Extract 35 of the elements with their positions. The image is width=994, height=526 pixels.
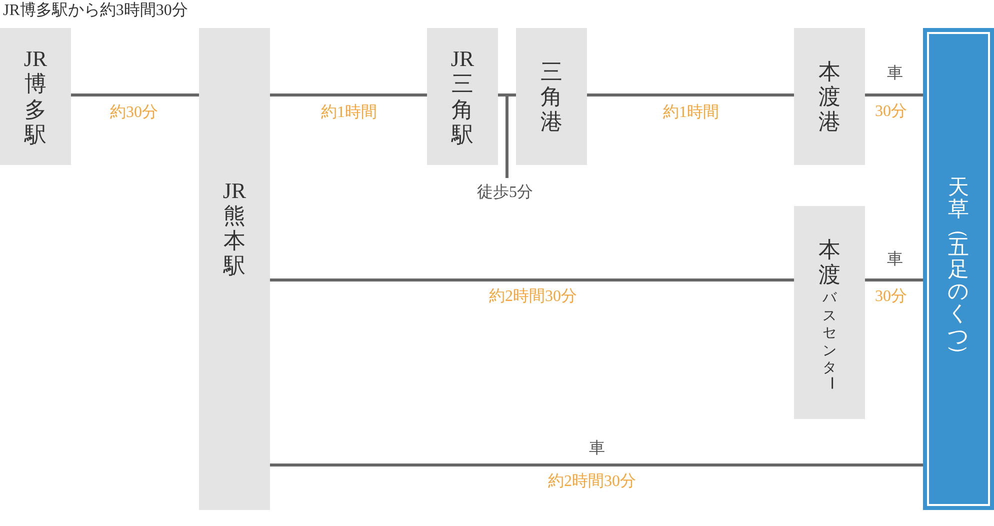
travel-time-label: 約2時間30分 [489,287,577,307]
route-line [270,278,794,282]
travel-time-label: 30分 [875,287,907,307]
transport-mode-label: 車 [887,64,903,84]
station-name: JR三角駅 [450,46,474,147]
station-box [0,28,71,165]
route-line [71,94,199,96]
station-box [199,28,270,510]
travel-time-label: 約1時間 [321,103,377,123]
destination-name: 天草（五足のくつ） [948,176,970,362]
station-name: JR博多駅 [24,46,48,147]
station-box [794,28,865,165]
walking-time-label: 徒歩5分 [477,183,533,203]
destination-box [923,28,994,510]
route-line [865,278,923,282]
station-name: JR熊本駅 [222,178,246,278]
route-line [587,94,794,96]
route-line [270,464,923,466]
travel-time-label: 約1時間 [663,103,719,123]
route-line [498,94,516,180]
travel-time-label: 30分 [875,102,907,122]
station-name-sub: バスセンター [822,290,836,388]
transport-mode-label: 車 [589,439,605,459]
station-box [427,28,498,165]
station-name: 本渡港 [818,58,840,134]
station-name: 本渡 [818,237,840,288]
route-line [865,94,923,96]
heading: JR博多駅から約3時間30分 [3,1,188,21]
travel-time-label: 約30分 [110,103,158,123]
station-box [794,206,865,419]
route-line [270,94,427,96]
transport-mode-label: 車 [887,250,903,270]
station-name: 三角港 [540,58,562,134]
station-box [516,28,587,165]
travel-time-label: 約2時間30分 [548,472,636,492]
